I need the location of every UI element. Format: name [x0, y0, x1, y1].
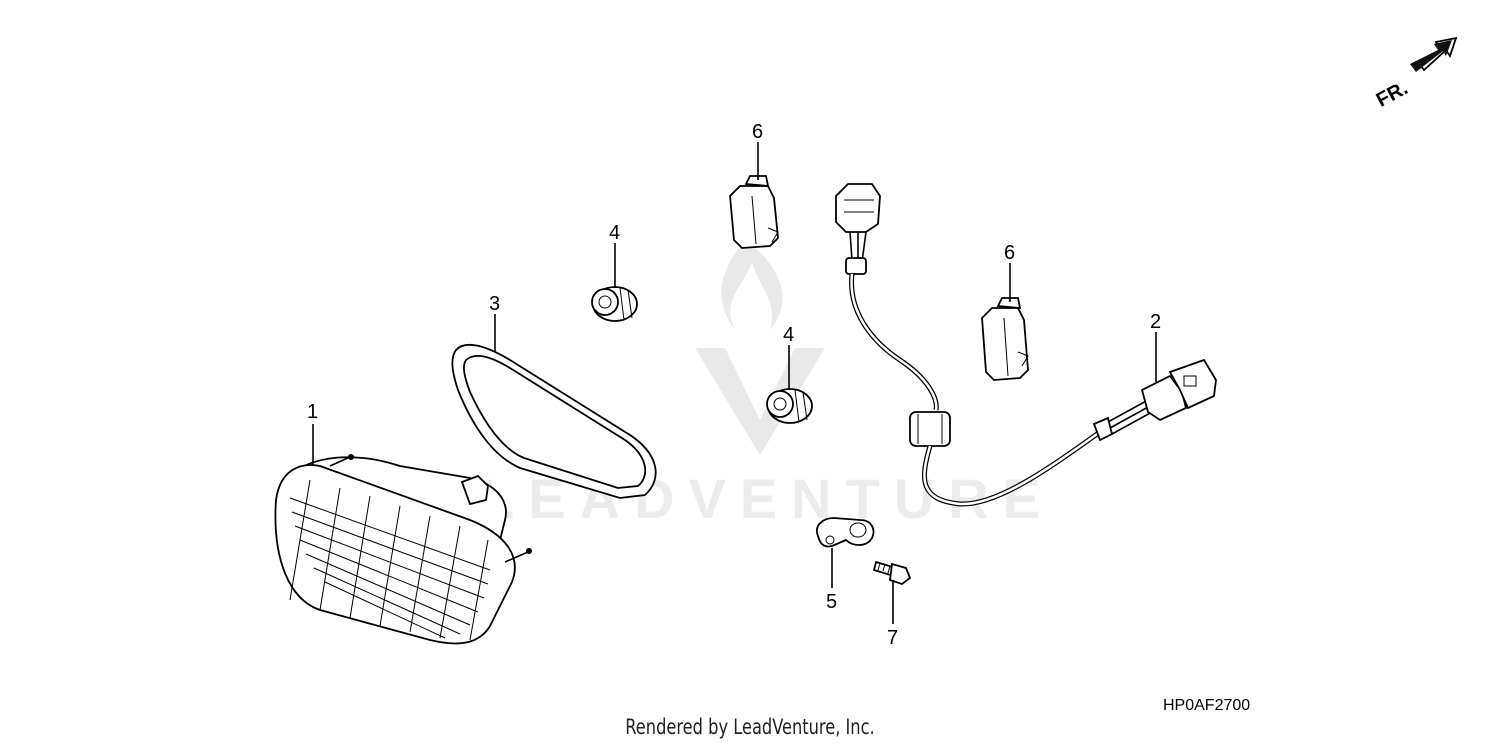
grommet-upper	[591, 286, 638, 322]
harness-clamp	[816, 517, 875, 548]
front-direction-arrow-icon	[1410, 36, 1458, 72]
wire-harness	[835, 183, 1217, 507]
callout-7: 7	[887, 627, 898, 649]
callout-3: 3	[489, 293, 500, 315]
diagram-code: HP0AF2700	[1163, 697, 1251, 714]
tail-light-assembly	[274, 454, 532, 645]
callout-2: 2	[1150, 311, 1161, 333]
callout-4-lower: 4	[783, 324, 794, 346]
callout-6-upper: 6	[752, 121, 763, 143]
screw-bolt	[872, 560, 912, 586]
footer-credit: Rendered by LeadVenture, Inc.	[625, 715, 875, 739]
grommet-lower	[766, 388, 813, 424]
bulb-socket-upper	[729, 175, 779, 249]
callout-5: 5	[826, 591, 837, 613]
front-direction-label: FR.	[1373, 77, 1412, 112]
callout-4-upper: 4	[609, 222, 620, 244]
watermark-logo	[695, 240, 825, 455]
callout-6-lower: 6	[1004, 242, 1015, 264]
lens-gasket	[451, 343, 657, 499]
leader-lines	[312, 142, 1157, 624]
bulb-socket-lower	[981, 297, 1029, 381]
callout-1: 1	[307, 401, 318, 423]
